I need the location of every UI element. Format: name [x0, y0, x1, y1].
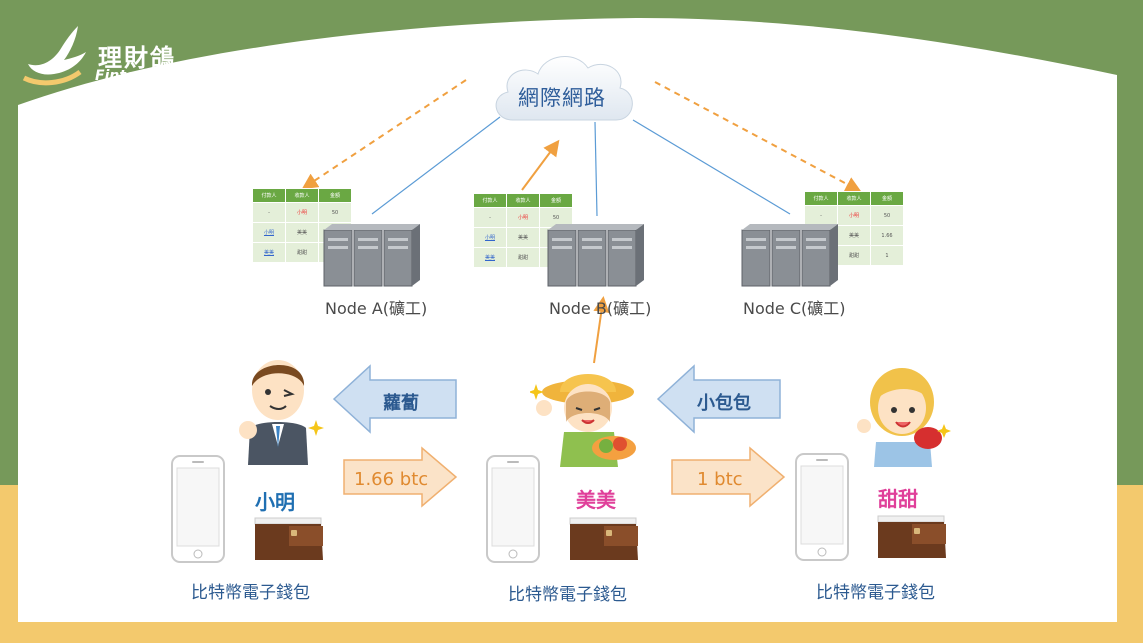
node-c-label: Node C(礦工)	[743, 299, 846, 318]
upload-arrow-b	[521, 139, 560, 191]
person-tiantian-icon	[857, 368, 951, 467]
wallet-icon	[877, 515, 946, 558]
phone-icon	[171, 455, 225, 563]
wallet-icon	[569, 517, 638, 560]
server-rack-icon	[741, 224, 838, 287]
payment-arrow-right	[343, 446, 458, 508]
goods-label-1: 蘿蔔	[383, 393, 419, 414]
goods-arrow-left	[656, 364, 781, 434]
person-name-xiaoming: 小明	[255, 490, 295, 514]
node-b-label: Node B(礦工)	[549, 299, 652, 318]
payment-label-2: 1 btc	[697, 469, 743, 490]
wallet-label-meimei: 比特幣電子錢包	[508, 585, 627, 605]
link-line-b	[594, 121, 598, 217]
person-name-tiantian: 甜甜	[878, 487, 918, 511]
broadcast-arrow-c	[654, 81, 862, 192]
cloud-label: 網際網路	[518, 86, 606, 110]
logo-name-en: FintechGO	[95, 68, 178, 84]
link-line-a	[371, 116, 501, 215]
payment-label-1: 1.66 btc	[354, 469, 429, 490]
dove-logo-icon	[22, 26, 86, 86]
wallet-label-xiaoming: 比特幣電子錢包	[191, 583, 310, 603]
goods-arrow-left	[332, 364, 457, 434]
server-rack-icon	[547, 224, 644, 287]
link-line-c	[632, 119, 791, 215]
phone-icon	[486, 455, 540, 563]
logo-name-cn: 理財鴿	[98, 44, 176, 72]
person-name-meimei: 美美	[576, 488, 616, 512]
broadcast-arrow-a	[301, 79, 467, 190]
upload-arrow-meimei	[593, 296, 610, 364]
wallet-icon	[254, 517, 323, 560]
server-rack-icon	[323, 224, 420, 287]
wallet-label-tiantian: 比特幣電子錢包	[816, 583, 935, 603]
person-xiaoming-icon	[239, 360, 324, 465]
phone-icon	[795, 453, 849, 561]
cloud-icon	[495, 56, 633, 121]
goods-label-2: 小包包	[697, 393, 751, 414]
person-meimei-icon	[530, 374, 636, 467]
payment-arrow-right	[671, 446, 786, 508]
node-a-label: Node A(礦工)	[325, 299, 428, 318]
